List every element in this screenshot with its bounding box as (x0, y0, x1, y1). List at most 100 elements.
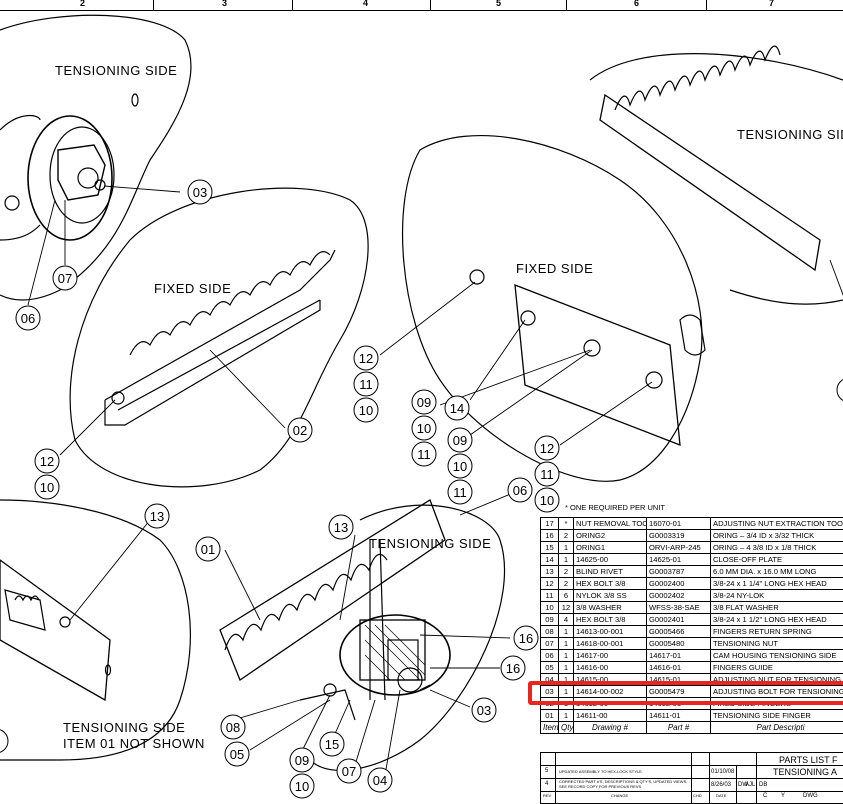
balloon-10: 10 (290, 774, 314, 798)
balloon-06: 06 (16, 306, 40, 330)
balloon-12: 12 (354, 346, 378, 370)
qty-cell: 12 (559, 602, 574, 614)
header-cell: Qty (559, 722, 574, 734)
balloon-partial (0, 729, 8, 753)
col-change: CHANGE (611, 793, 628, 798)
drawing-cell: 14616-00 (574, 662, 647, 674)
balloon-11: 11 (412, 442, 436, 466)
part-cell: G0003319 (647, 530, 711, 542)
part-cell: 16070-01 (647, 518, 711, 530)
part-cell: 14616-01 (647, 662, 711, 674)
description-cell: TENSIONING NUT (711, 638, 843, 650)
svg-text:15: 15 (325, 737, 339, 752)
description-cell: ADJUSTING NUT EXTRACTION TOOL (711, 518, 843, 530)
svg-text:11: 11 (359, 377, 373, 392)
rev-4: 4 (545, 781, 548, 787)
svg-text:14: 14 (450, 401, 464, 416)
balloon-10: 10 (354, 398, 378, 422)
balloon-10: 10 (448, 454, 472, 478)
svg-text:10: 10 (417, 421, 431, 436)
date-4: 8/26/03 (711, 782, 731, 788)
balloon-07: 07 (337, 759, 361, 783)
item-cell: 05 (541, 662, 559, 674)
part-cell: G0005480 (647, 638, 711, 650)
qty-cell: 2 (559, 530, 574, 542)
header-cell: Part # (647, 722, 711, 734)
part-cell: G0002401 (647, 614, 711, 626)
view-outline-center (403, 136, 702, 482)
svg-text:11: 11 (540, 467, 554, 482)
item-cell: 01 (541, 710, 559, 722)
svg-text:01: 01 (201, 542, 215, 557)
drawing-cell: 14613-00-001 (574, 626, 647, 638)
description-cell: TENSIONING SIDE FINGER (711, 710, 843, 722)
qty-cell: 1 (559, 626, 574, 638)
cell-dwg: DWG (803, 793, 818, 799)
balloon-05: 05 (225, 742, 249, 766)
svg-text:12: 12 (359, 351, 373, 366)
col-date: DATE (716, 793, 726, 798)
svg-text:16: 16 (519, 631, 533, 646)
item-cell: 16 (541, 530, 559, 542)
title-block: 5 4 UPDATED ASSEMBLY TO HEX-LOCK STYLE. … (540, 752, 843, 804)
item-cell: 15 (541, 542, 559, 554)
description-cell: 3/8-24 x 1 1/4" LONG HEX HEAD (711, 578, 843, 590)
part-cell: G0002402 (647, 590, 711, 602)
svg-text:10: 10 (40, 480, 54, 495)
description-cell: CAM HOUSING TENSIONING SIDE (711, 650, 843, 662)
header-cell: Item (541, 722, 559, 734)
balloon-02: 02 (288, 418, 312, 442)
balloon-03: 03 (188, 180, 212, 204)
svg-text:09: 09 (453, 433, 467, 448)
item-cell: 14 (541, 554, 559, 566)
item-cell: 06 (541, 650, 559, 662)
fixed-fingers (105, 250, 335, 410)
date-5: 01/10/08 (711, 769, 734, 775)
part-cell: G0002400 (647, 578, 711, 590)
balloon-09: 09 (290, 748, 314, 772)
title-line-2: TENSIONING A (773, 767, 837, 777)
balloon-partial (837, 378, 843, 402)
highlight-row-03 (528, 681, 843, 705)
balloon-06: 06 (508, 478, 532, 502)
label-tensioning-side-tr: TENSIONING SIDE (737, 127, 843, 142)
qty-cell: 2 (559, 578, 574, 590)
svg-text:09: 09 (417, 395, 431, 410)
drawing-cell: HEX BOLT 3/8 (574, 578, 647, 590)
drawing-cell: 14611-00 (574, 710, 647, 722)
balloon-14: 14 (445, 396, 469, 420)
drawing-cell: BLIND RIVET (574, 566, 647, 578)
balloon-09: 09 (448, 428, 472, 452)
rev-text-5: UPDATED ASSEMBLY TO HEX-LOCK STYLE. (559, 769, 643, 774)
cell-db: DB (759, 782, 767, 788)
balloon-08: 08 (221, 715, 245, 739)
drawing-cell: ORING1 (574, 542, 647, 554)
svg-text:10: 10 (453, 459, 467, 474)
balloon-16: 16 (501, 656, 525, 680)
view-outline-tensioning-tr (590, 54, 843, 305)
tensioning-fingers-tr (600, 95, 820, 270)
item-cell: 07 (541, 638, 559, 650)
label-tensioning-side-tl: TENSIONING SIDE (55, 63, 177, 78)
balloon-03: 03 (472, 698, 496, 722)
svg-text:10: 10 (359, 403, 373, 418)
description-cell: CLOSE-OFF PLATE (711, 554, 843, 566)
header-cell: Drawing # (574, 722, 647, 734)
drawing-cell: ORING2 (574, 530, 647, 542)
qty-cell: 1 (559, 638, 574, 650)
label-fixed-side-center: FIXED SIDE (516, 261, 593, 276)
svg-text:11: 11 (453, 485, 467, 500)
label-fixed-side: FIXED SIDE (154, 281, 231, 296)
svg-text:12: 12 (40, 454, 54, 469)
drawing-cell: HEX BOLT 3/8 (574, 614, 647, 626)
balloon-07: 07 (53, 266, 77, 290)
